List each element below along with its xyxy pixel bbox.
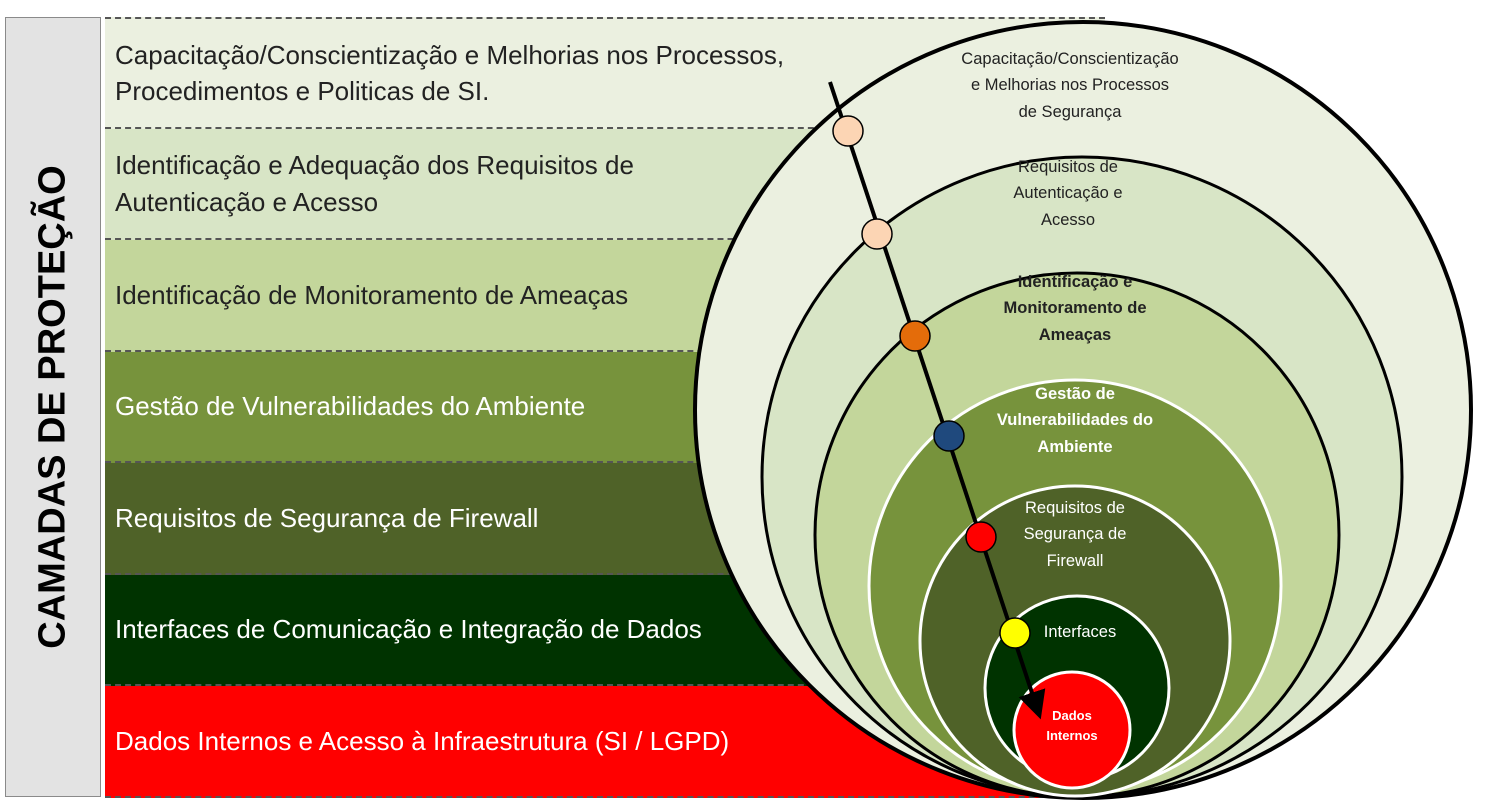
- ring-5-line2: Segurança de: [1023, 525, 1127, 544]
- ring-4-line3: Ambiente: [1037, 437, 1113, 456]
- ring-7-line1: Dados: [1052, 708, 1092, 723]
- ring-5-line1: Requisitos de: [1025, 499, 1125, 517]
- ring-4-line2: Vulnerabilidades do: [996, 411, 1154, 430]
- side-title-box: CAMADAS DE PROTEÇÃO: [5, 17, 101, 797]
- marker-2: [861, 218, 893, 250]
- ring-4-label: Gestão de Vulnerabilidades do Ambiente: [965, 381, 1185, 460]
- ring-6-line1: Interfaces: [1043, 623, 1117, 641]
- marker-5: [965, 521, 997, 553]
- path-arrow: [828, 81, 1046, 720]
- layer-band-1-label: Capacitação/Conscientização e Melhorias …: [115, 37, 784, 110]
- ring-2-line1: Requisitos de: [1018, 158, 1118, 176]
- ring-7-line2: Internos: [1046, 728, 1098, 744]
- ring-3-label: Identificação e Monitoramento de Ameaças: [965, 269, 1185, 348]
- marker-1: [832, 115, 864, 147]
- ring-3-line2: Monitoramento de: [1003, 299, 1147, 318]
- ring-4-line1: Gestão de: [1035, 385, 1115, 403]
- ring-2-line2: Autenticação e: [1013, 184, 1123, 203]
- ring-3-line3: Ameaças: [1038, 325, 1112, 344]
- ring-2-line3: Acesso: [1040, 210, 1096, 229]
- ring-1-line2: e Melhorias nos Processos: [970, 76, 1170, 95]
- ring-3-line1: Identificação e: [1017, 273, 1133, 291]
- layer-band-6-label: Interfaces de Comunicação e Integração d…: [115, 614, 702, 645]
- marker-6: [999, 617, 1031, 649]
- ring-1-line1: Capacitação/Conscientização: [961, 50, 1179, 68]
- ring-2-label: Requisitos de Autenticação e Acesso: [968, 154, 1168, 233]
- layer-band-3-label: Identificação de Monitoramento de Ameaça…: [115, 279, 629, 310]
- ring-1-label: Capacitação/Conscientização e Melhorias …: [920, 46, 1220, 125]
- layer-band-7-label: Dados Internos e Acesso à Infraestrutura…: [115, 725, 730, 756]
- layer-band-2-line1: Identificação e Adequação dos Requisitos…: [115, 150, 634, 181]
- marker-4: [933, 420, 965, 452]
- layer-band-5-label: Requisitos de Segurança de Firewall: [115, 502, 539, 533]
- ring-7-label: Dados Internos: [1022, 706, 1122, 746]
- layer-band-2-label: Identificação e Adequação dos Requisitos…: [115, 147, 634, 220]
- marker-3: [899, 320, 931, 352]
- ring-6-label: Interfaces: [1030, 619, 1130, 645]
- ring-5-line3: Firewall: [1046, 551, 1104, 570]
- layer-band-2-line2: Autenticação e Acesso: [115, 186, 379, 217]
- ring-5-label: Requisitos de Segurança de Firewall: [985, 495, 1165, 574]
- layer-band-4-label: Gestão de Vulnerabilidades do Ambiente: [115, 391, 586, 422]
- ring-1-line3: de Segurança: [1018, 102, 1122, 121]
- layer-band-1: Capacitação/Conscientização e Melhorias …: [105, 17, 1105, 129]
- layer-band-1-line2: Procedimentos e Politicas de SI.: [115, 76, 490, 106]
- layer-band-1-line1: Capacitação/Conscientização e Melhorias …: [115, 39, 785, 70]
